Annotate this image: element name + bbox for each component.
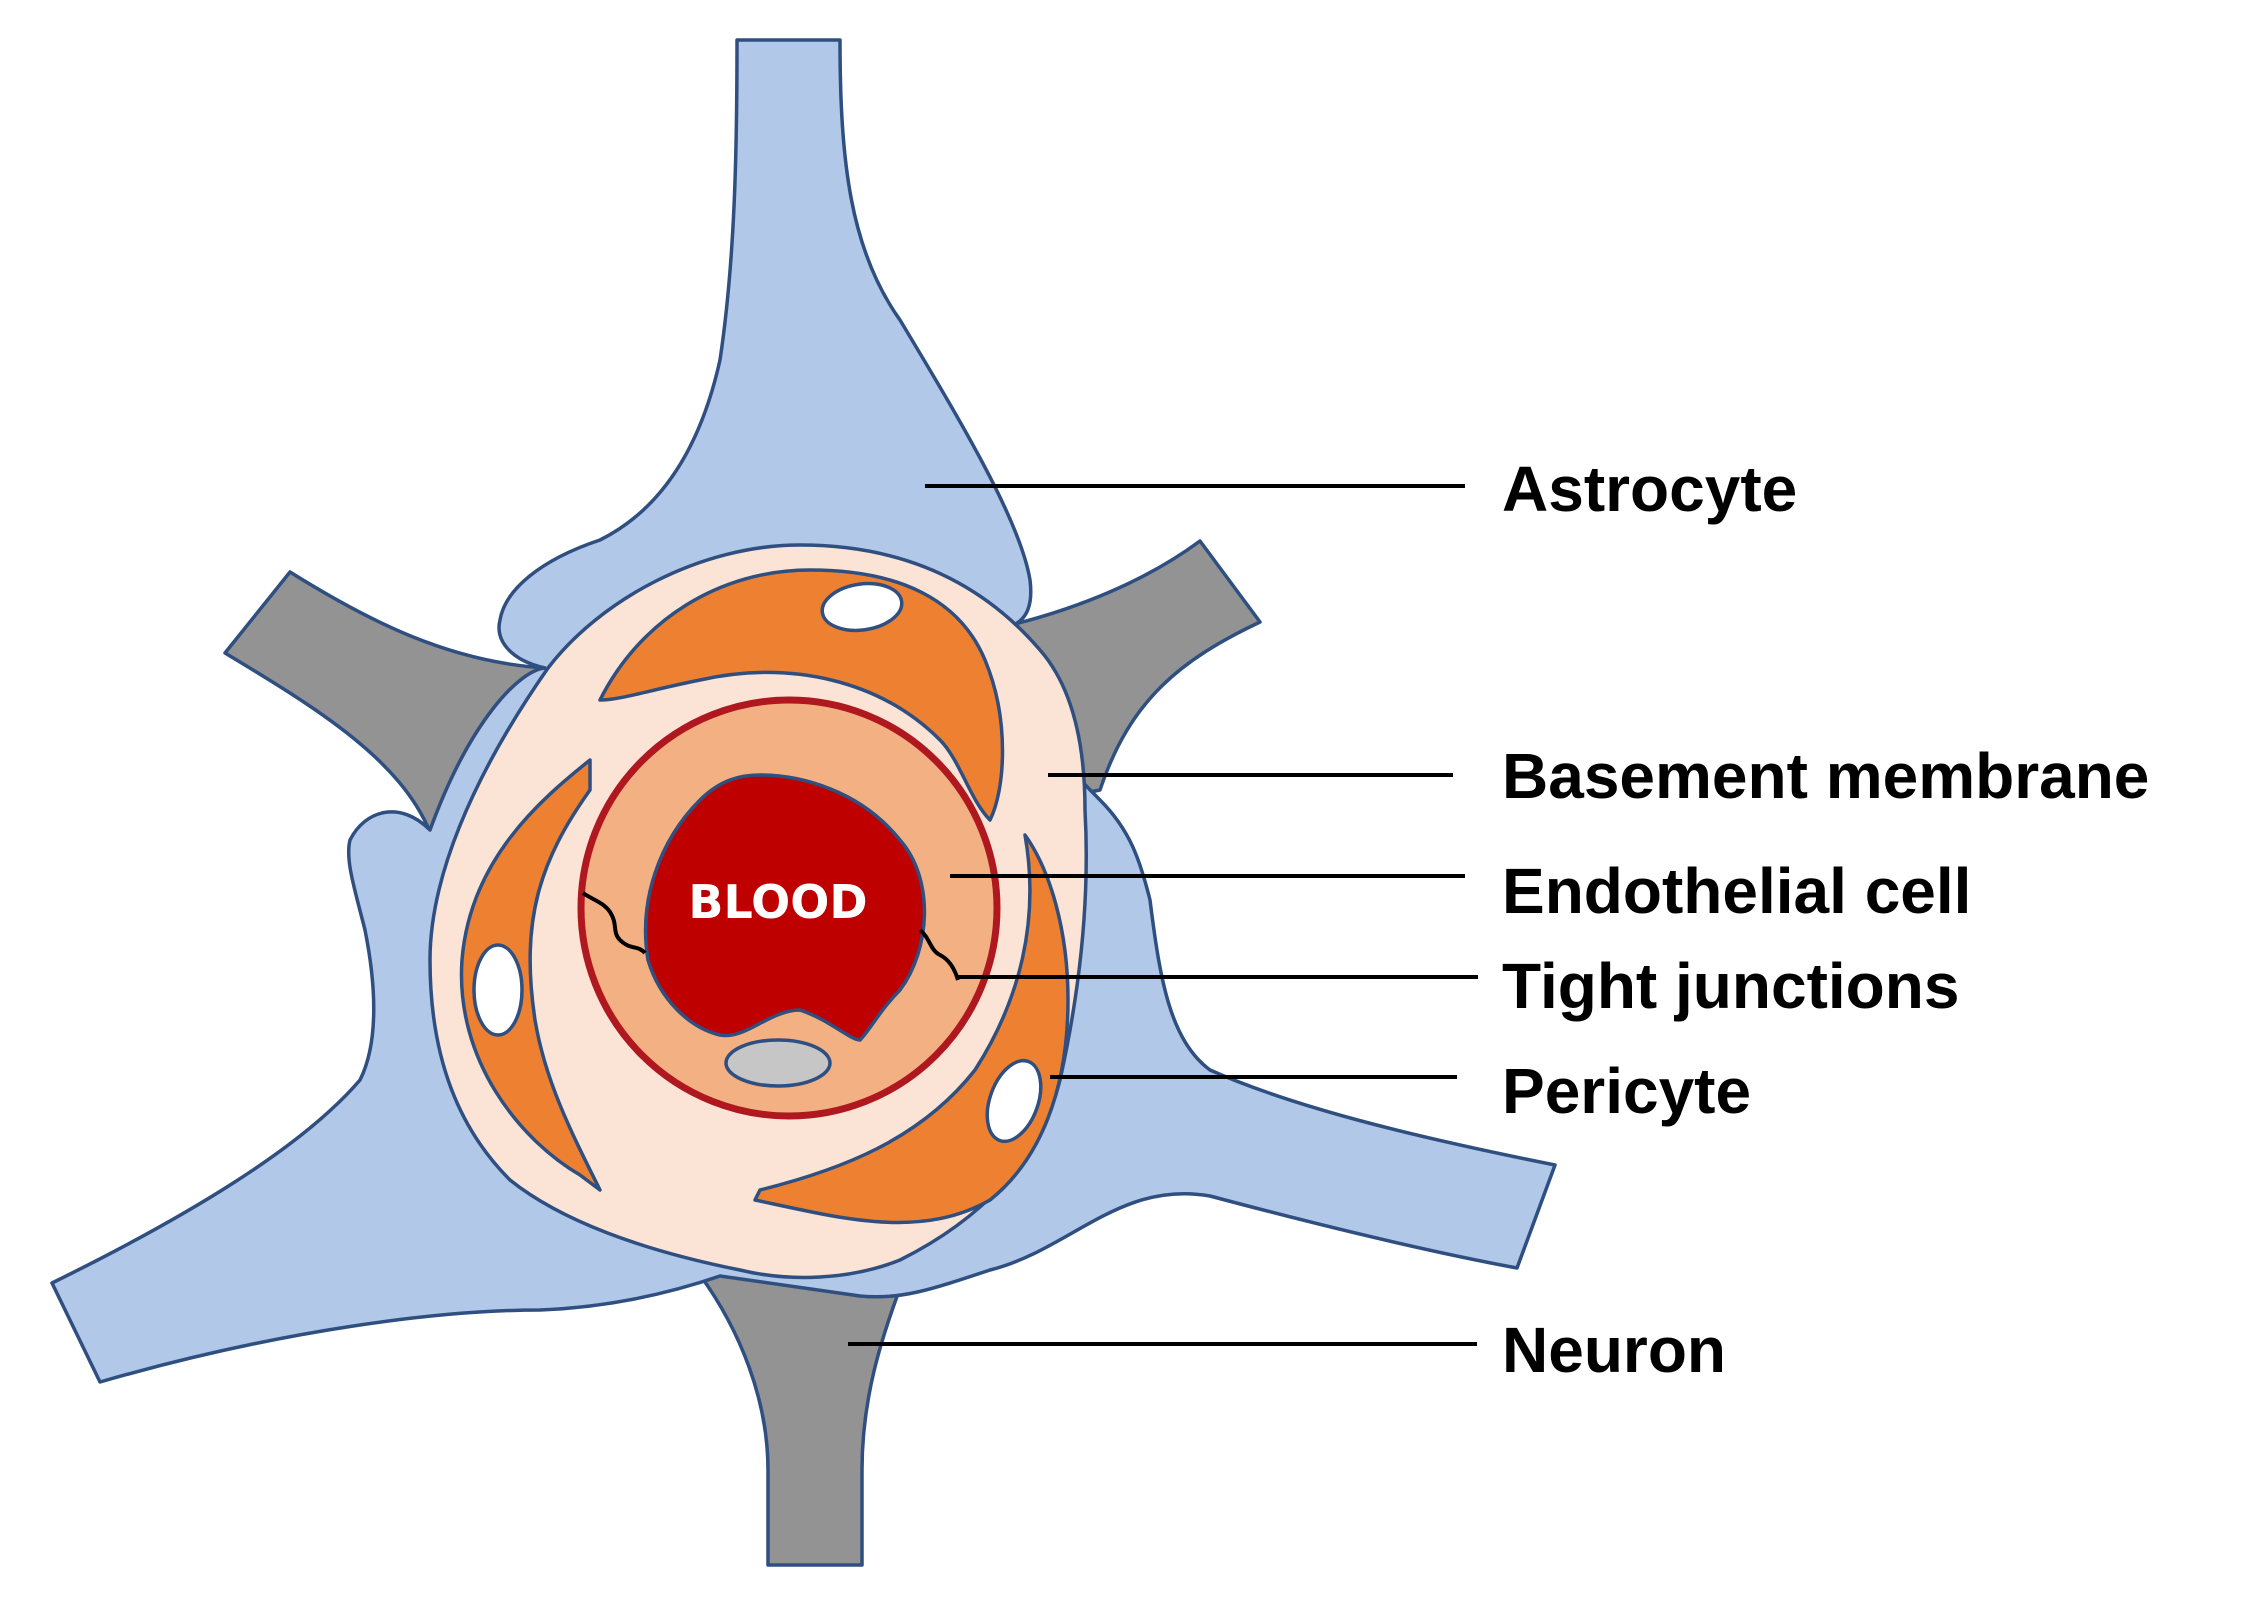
nucleus-top: [820, 581, 904, 633]
label-endothelial-cell: Endothelial cell: [1502, 855, 1971, 927]
neuron-process-bottom: [698, 1273, 907, 1567]
blood-label: BLOOD: [688, 875, 867, 929]
label-neuron: Neuron: [1502, 1314, 1726, 1386]
endothelial-nucleus: [724, 1038, 832, 1088]
label-basement-membrane: Basement membrane: [1502, 740, 2149, 812]
label-tight-junctions: Tight junctions: [1502, 950, 1959, 1022]
tight-junctions: [581, 891, 960, 981]
pericyte-nuclei: [472, 581, 1043, 1144]
tight-junction-right: [918, 928, 960, 981]
label-pericyte: Pericyte: [1502, 1055, 1751, 1127]
pericyte-left: [459, 758, 602, 1192]
label-astrocyte: Astrocyte: [1502, 453, 1797, 525]
tight-junction-left: [581, 891, 647, 955]
leader-lines: [848, 484, 1478, 1346]
blood-lumen: [643, 773, 927, 1042]
labels: Astrocyte Basement membrane Endothelial …: [1502, 453, 2149, 1386]
nucleus-right: [985, 1058, 1043, 1144]
nucleus-left: [472, 943, 524, 1037]
pericyte-top: [598, 568, 1005, 822]
